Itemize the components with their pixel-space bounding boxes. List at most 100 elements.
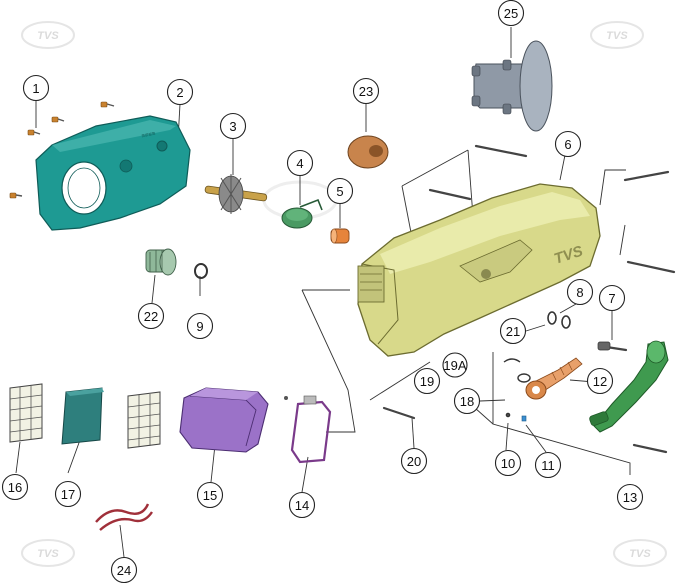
callout-circle bbox=[326, 177, 354, 205]
callout-13: 13 bbox=[616, 483, 644, 511]
callout-4: 4 bbox=[286, 149, 314, 177]
inner-crankcase-cover: ≡≡≡≡ bbox=[35, 115, 191, 231]
callout-5: 5 bbox=[326, 177, 354, 205]
callout-number: 12 bbox=[593, 374, 607, 389]
callout-circle bbox=[616, 483, 644, 511]
callout-number: 18 bbox=[460, 394, 474, 409]
callout-number: 6 bbox=[564, 137, 571, 152]
callout-number: 10 bbox=[501, 456, 515, 471]
callout-circle bbox=[494, 449, 522, 477]
callout-circle bbox=[186, 312, 214, 340]
callout-11: 11 bbox=[534, 451, 562, 479]
callout-circle bbox=[598, 284, 626, 312]
callout-number: 16 bbox=[8, 480, 22, 495]
spacer-collar bbox=[347, 135, 389, 169]
callout-circle bbox=[497, 0, 525, 27]
filter-element bbox=[61, 387, 104, 445]
callout-circle bbox=[286, 149, 314, 177]
callout-number: 9 bbox=[196, 319, 203, 334]
watermark-text: TVS bbox=[606, 30, 628, 42]
leader-lines bbox=[15, 27, 631, 558]
callout-12: 12 bbox=[586, 367, 614, 395]
callout-circle bbox=[453, 387, 481, 415]
callout-circle bbox=[413, 367, 441, 395]
pinion-washer bbox=[194, 263, 208, 279]
callout-number: 20 bbox=[407, 454, 421, 469]
watermark-logo: TVS bbox=[21, 21, 75, 49]
cover-bolts bbox=[382, 144, 676, 454]
callout-number: 7 bbox=[608, 291, 615, 306]
callout-17: 17 bbox=[54, 480, 82, 508]
callout-number: 2 bbox=[176, 85, 183, 100]
callout-number: 25 bbox=[504, 6, 518, 21]
callout-8: 8 bbox=[566, 278, 594, 306]
watermark-logo: TVS bbox=[613, 539, 667, 567]
breather-hose bbox=[95, 503, 153, 531]
callout-22: 22 bbox=[137, 302, 165, 330]
callout-number: 3 bbox=[229, 119, 236, 134]
callout-1: 1 bbox=[22, 74, 50, 102]
callout-circle bbox=[1, 473, 29, 501]
callout-circle bbox=[554, 130, 582, 158]
callout-number: 8 bbox=[576, 285, 583, 300]
callout-number: 4 bbox=[296, 156, 303, 171]
callout-circle bbox=[499, 317, 527, 345]
callout-circle bbox=[22, 74, 50, 102]
callout-19: 19 bbox=[413, 367, 441, 395]
callout-3: 3 bbox=[219, 112, 247, 140]
air-duct-cap bbox=[471, 40, 553, 132]
circlips bbox=[503, 358, 531, 422]
callout-23: 23 bbox=[352, 77, 380, 105]
callout-6: 6 bbox=[554, 130, 582, 158]
callout-2: 2 bbox=[166, 78, 194, 106]
watermark-text: TVS bbox=[629, 548, 651, 560]
callout-10: 10 bbox=[494, 449, 522, 477]
kick-shaft-bush bbox=[330, 228, 350, 244]
callout-circle bbox=[534, 451, 562, 479]
starter-pinion bbox=[145, 248, 177, 276]
callout-18: 18 bbox=[453, 387, 481, 415]
watermark-logo: TVS bbox=[21, 539, 75, 567]
callout-circle bbox=[586, 367, 614, 395]
callout-circle bbox=[110, 556, 138, 584]
callout-7: 7 bbox=[598, 284, 626, 312]
callout-15: 15 bbox=[196, 481, 224, 509]
callout-25: 25 bbox=[497, 0, 525, 27]
callout-19A: 19A bbox=[442, 352, 468, 378]
callout-number: 13 bbox=[623, 490, 637, 505]
callout-number: 23 bbox=[359, 84, 373, 99]
callout-circle bbox=[137, 302, 165, 330]
callout-circle bbox=[196, 481, 224, 509]
kick-return-spring bbox=[281, 198, 323, 229]
callout-21: 21 bbox=[499, 317, 527, 345]
callout-number: 19 bbox=[420, 374, 434, 389]
callout-number: 22 bbox=[144, 309, 158, 324]
callout-circle bbox=[442, 352, 468, 378]
kick-starter-shaft bbox=[204, 174, 268, 214]
kick-drive-gear bbox=[525, 357, 583, 400]
callout-circle bbox=[566, 278, 594, 306]
filter-mesh-right bbox=[127, 391, 161, 449]
callout-circle bbox=[54, 480, 82, 508]
callout-9: 9 bbox=[186, 312, 214, 340]
callout-circle bbox=[288, 491, 316, 519]
filter-mesh-left bbox=[9, 383, 43, 443]
callout-circle bbox=[219, 112, 247, 140]
callout-number: 24 bbox=[117, 563, 131, 578]
callout-14: 14 bbox=[288, 491, 316, 519]
bolt-set bbox=[9, 101, 115, 199]
callout-number: 5 bbox=[336, 184, 343, 199]
callout-number: 17 bbox=[61, 487, 75, 502]
kick-starter-lever bbox=[589, 340, 669, 433]
callout-circle bbox=[352, 77, 380, 105]
callout-number: 15 bbox=[203, 488, 217, 503]
callout-number: 14 bbox=[295, 498, 309, 513]
seal-washers bbox=[547, 311, 571, 329]
callout-number: 1 bbox=[32, 81, 39, 96]
callout-circle bbox=[166, 78, 194, 106]
air-filter-box bbox=[179, 387, 269, 453]
svg-text:≡≡≡≡: ≡≡≡≡ bbox=[141, 131, 156, 140]
callout-24: 24 bbox=[110, 556, 138, 584]
